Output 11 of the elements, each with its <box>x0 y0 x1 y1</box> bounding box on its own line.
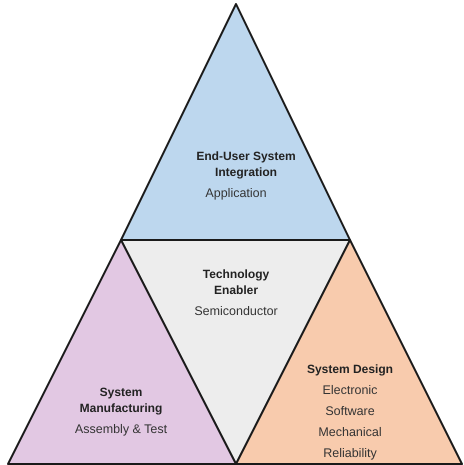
triangle-heading: System Manufacturing <box>78 384 164 416</box>
triangle-heading: Technology Enabler <box>202 266 270 298</box>
triangle-text: Software <box>325 403 375 419</box>
triangle-heading: End-User System Integration <box>195 148 297 180</box>
triangle-text: Assembly & Test <box>74 421 168 437</box>
triangle-text: Mechanical <box>318 424 382 440</box>
triangle-text: Application <box>205 185 267 201</box>
triangle-text: Reliability <box>323 445 377 461</box>
triangle-heading: System Design <box>306 361 394 377</box>
triangle-text: Semiconductor <box>194 303 278 319</box>
triangle-text: Electronic <box>322 382 378 398</box>
